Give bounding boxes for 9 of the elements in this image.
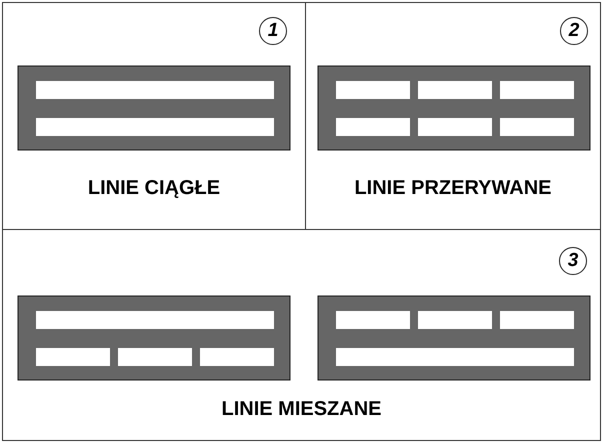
number-circle: 2 bbox=[560, 17, 588, 45]
panel-title: LINIE MIESZANE bbox=[221, 398, 382, 421]
number-circle: 1 bbox=[259, 17, 287, 45]
panel bbox=[2, 2, 306, 230]
panel-title: LINIE CIĄGŁE bbox=[88, 177, 220, 200]
panel bbox=[305, 2, 601, 230]
number-circle: 3 bbox=[559, 247, 587, 275]
panel bbox=[2, 229, 601, 441]
panel-title: LINIE PRZERYWANE bbox=[354, 177, 552, 200]
